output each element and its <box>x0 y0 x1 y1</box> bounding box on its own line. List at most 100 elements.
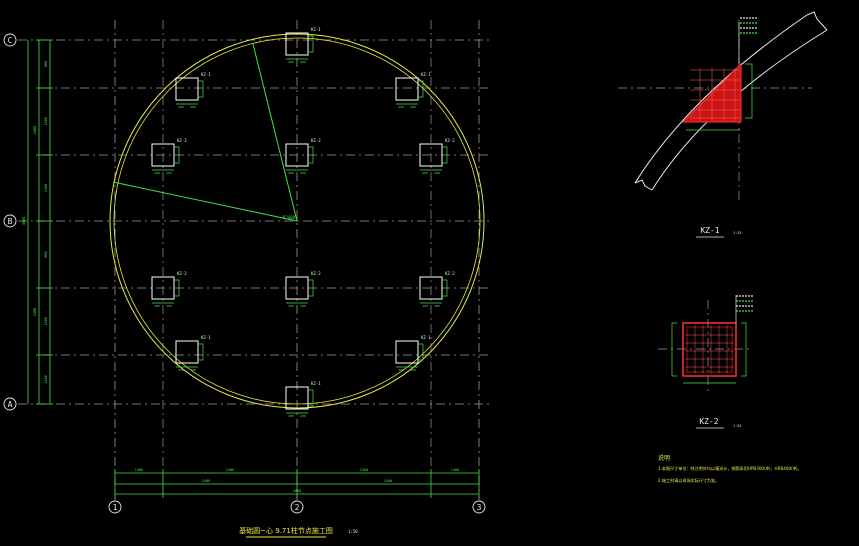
dim-text-bottom: 2400 <box>360 468 368 472</box>
kz1-break-top <box>806 11 828 31</box>
column-dim-text: 400 <box>410 105 416 109</box>
column-dim-text: 400 <box>190 105 196 109</box>
notes-line-1: 1.本图尺寸单位：除注明外均以毫米计，钢筋采用HPB300(Φ)，HRB400(… <box>658 465 802 471</box>
plan-title: 基础圆~心 9.71柱节点施工图 <box>239 526 333 535</box>
column-3: KZ-1 400 400 <box>395 72 431 109</box>
kz1-scale: 1:25 <box>733 231 741 235</box>
dim-text-left-mid: 2400 <box>33 308 37 316</box>
kz2-title: KZ-2 <box>699 417 718 426</box>
column-tag-label: KZ-2 <box>177 138 187 143</box>
column-tag-label: KZ-1 <box>421 72 431 77</box>
column-dim-text: 400 <box>410 368 416 372</box>
column-dim-text: 400 <box>422 171 428 175</box>
dim-text-left: 1200 <box>44 317 48 325</box>
column-outline <box>395 77 419 101</box>
column-dim-text: 400 <box>154 304 160 308</box>
dim-text-left-mid: 2400 <box>33 126 37 134</box>
column-dim-text: 400 <box>300 304 306 308</box>
kz1-curve-outer <box>634 14 808 184</box>
column-dim-text: 400 <box>300 414 306 418</box>
column-4: KZ-2 400 400 <box>151 138 187 175</box>
column-outline <box>175 77 199 101</box>
dim-text-bottom: 1400 <box>451 468 459 472</box>
notes-heading: 说明 <box>658 454 670 462</box>
column-dim-text: 400 <box>154 171 160 175</box>
dim-text-left: 1200 <box>44 375 48 383</box>
axis-bubble-1 <box>108 500 122 514</box>
kz2-dim-right <box>741 322 747 377</box>
column-tag-label: KZ-2 <box>177 271 187 276</box>
column-dim-text: 400 <box>422 304 428 308</box>
axis-label-B: B <box>8 217 13 226</box>
column-dim-text: 400 <box>434 171 440 175</box>
column-dim-side <box>198 80 204 98</box>
column-dim-text: 400 <box>288 60 294 64</box>
column-5: KZ-2 400 400 <box>285 138 321 175</box>
column-dim-side <box>308 35 314 53</box>
foundation-circle-inner <box>113 37 481 405</box>
column-tag-label: KZ-1 <box>201 72 211 77</box>
foundation-circle-outer <box>109 33 485 409</box>
notes-line-2: 2.施工时请以现场实际尺寸为准。 <box>658 477 719 483</box>
column-tag-label: KZ-1 <box>201 335 211 340</box>
column-outline <box>285 32 309 56</box>
column-1: KZ-1 400 400 <box>285 27 321 64</box>
column-dim-text: 400 <box>300 171 306 175</box>
column-dim-text: 400 <box>288 171 294 175</box>
dim-text-left-total: 4800 <box>22 217 26 225</box>
column-outline <box>285 386 309 410</box>
radius-line-left <box>112 181 298 222</box>
radius-label: R2400 <box>283 215 296 220</box>
column-tag-label: KZ-2 <box>445 271 455 276</box>
radius-line-upper <box>252 43 298 222</box>
axis-label-1: 1 <box>113 503 118 512</box>
column-outline <box>419 143 443 167</box>
kz2-section <box>682 322 737 377</box>
column-dim-side <box>442 279 448 297</box>
column-outline <box>175 340 199 364</box>
column-dim-text: 400 <box>398 105 404 109</box>
axis-label-3: 3 <box>477 503 482 512</box>
column-outline <box>419 276 443 300</box>
column-outline <box>151 276 175 300</box>
column-dim-text: 400 <box>166 171 172 175</box>
column-dim-text: 400 <box>178 105 184 109</box>
dim-text-bottom-mid: 2400 <box>202 479 210 483</box>
column-tag-label: KZ-2 <box>311 138 321 143</box>
dim-text-bottom: 2400 <box>226 468 234 472</box>
column-dim-side <box>308 146 314 164</box>
column-dim-text: 400 <box>398 368 404 372</box>
dim-text-left: 1200 <box>44 117 48 125</box>
column-dim-side <box>418 343 424 361</box>
kz1-detail <box>618 11 828 238</box>
column-outline <box>285 143 309 167</box>
column-dim-text: 400 <box>300 60 306 64</box>
column-outline <box>151 143 175 167</box>
bottom-dimension-chain <box>114 469 480 498</box>
column-dim-side <box>418 80 424 98</box>
column-11: KZ-1 400 400 <box>395 335 431 372</box>
kz2-scale: 1:25 <box>733 424 741 428</box>
kz2-detail <box>658 295 754 429</box>
axis-label-2: 2 <box>295 503 300 512</box>
column-tag-label: KZ-1 <box>311 27 321 32</box>
column-tag-label: KZ-1 <box>311 381 321 386</box>
axis-bubble-C <box>3 33 17 47</box>
plan-grid <box>18 20 490 500</box>
plan-scale: 1:50 <box>348 529 358 534</box>
column-dim-side <box>174 146 180 164</box>
axis-bubble-3 <box>472 500 486 514</box>
dim-text-bottom-total: 4800 <box>293 489 301 493</box>
dim-text-bottom-mid: 2400 <box>384 479 392 483</box>
dim-text-left: 600 <box>44 251 48 257</box>
column-2: KZ-1 400 400 <box>175 72 211 109</box>
column-dim-side <box>308 389 314 407</box>
column-dim-side <box>442 146 448 164</box>
column-tag-label: KZ-1 <box>421 335 431 340</box>
